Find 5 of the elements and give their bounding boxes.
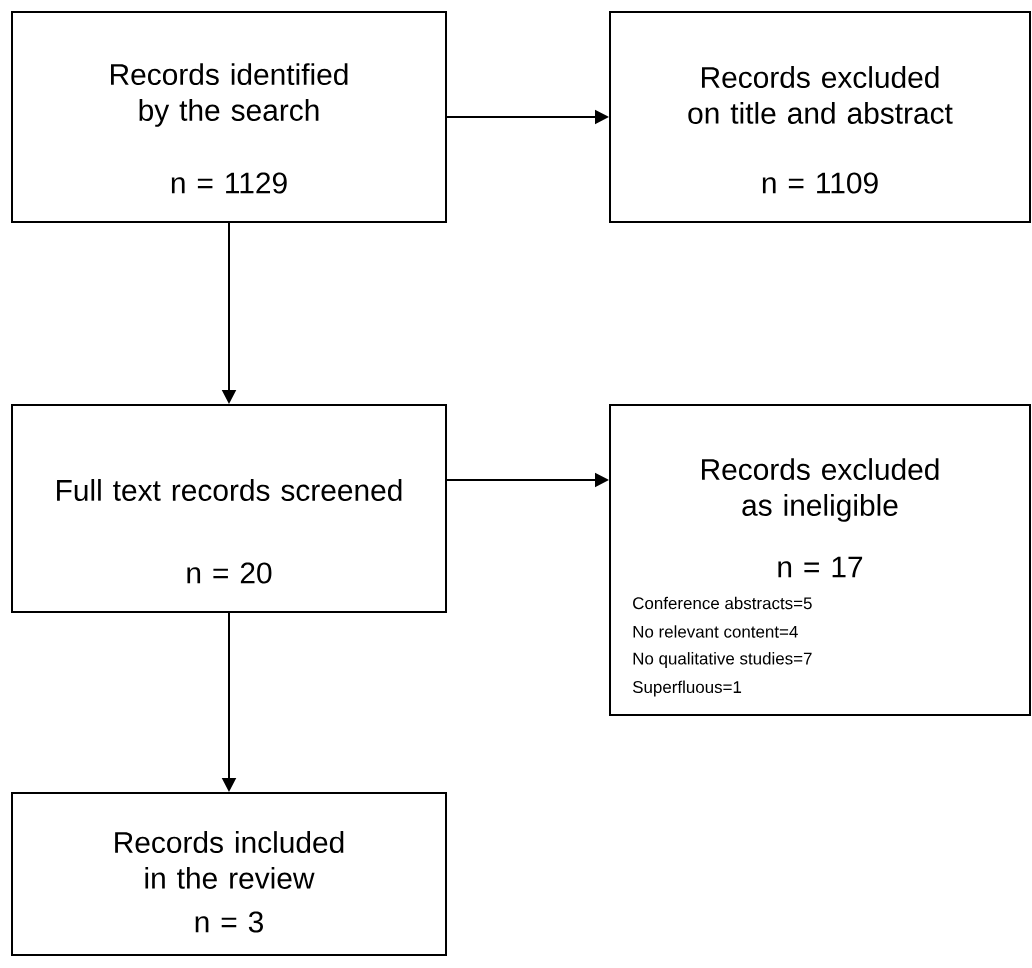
process-box: Records excluded on title and abstract n = 1109 (609, 11, 1031, 223)
process-box: Records identified by the search n = 1129 (11, 11, 447, 223)
process-box: Full text records screened n = 20 (11, 404, 447, 613)
process-box: Records excluded as ineligible n = 17 Conference abstracts=5 No relevant content=4 No qualitative studies=7 Superfluous=1 (609, 404, 1031, 716)
process-box: Records included in the review n = 3 (11, 792, 447, 956)
